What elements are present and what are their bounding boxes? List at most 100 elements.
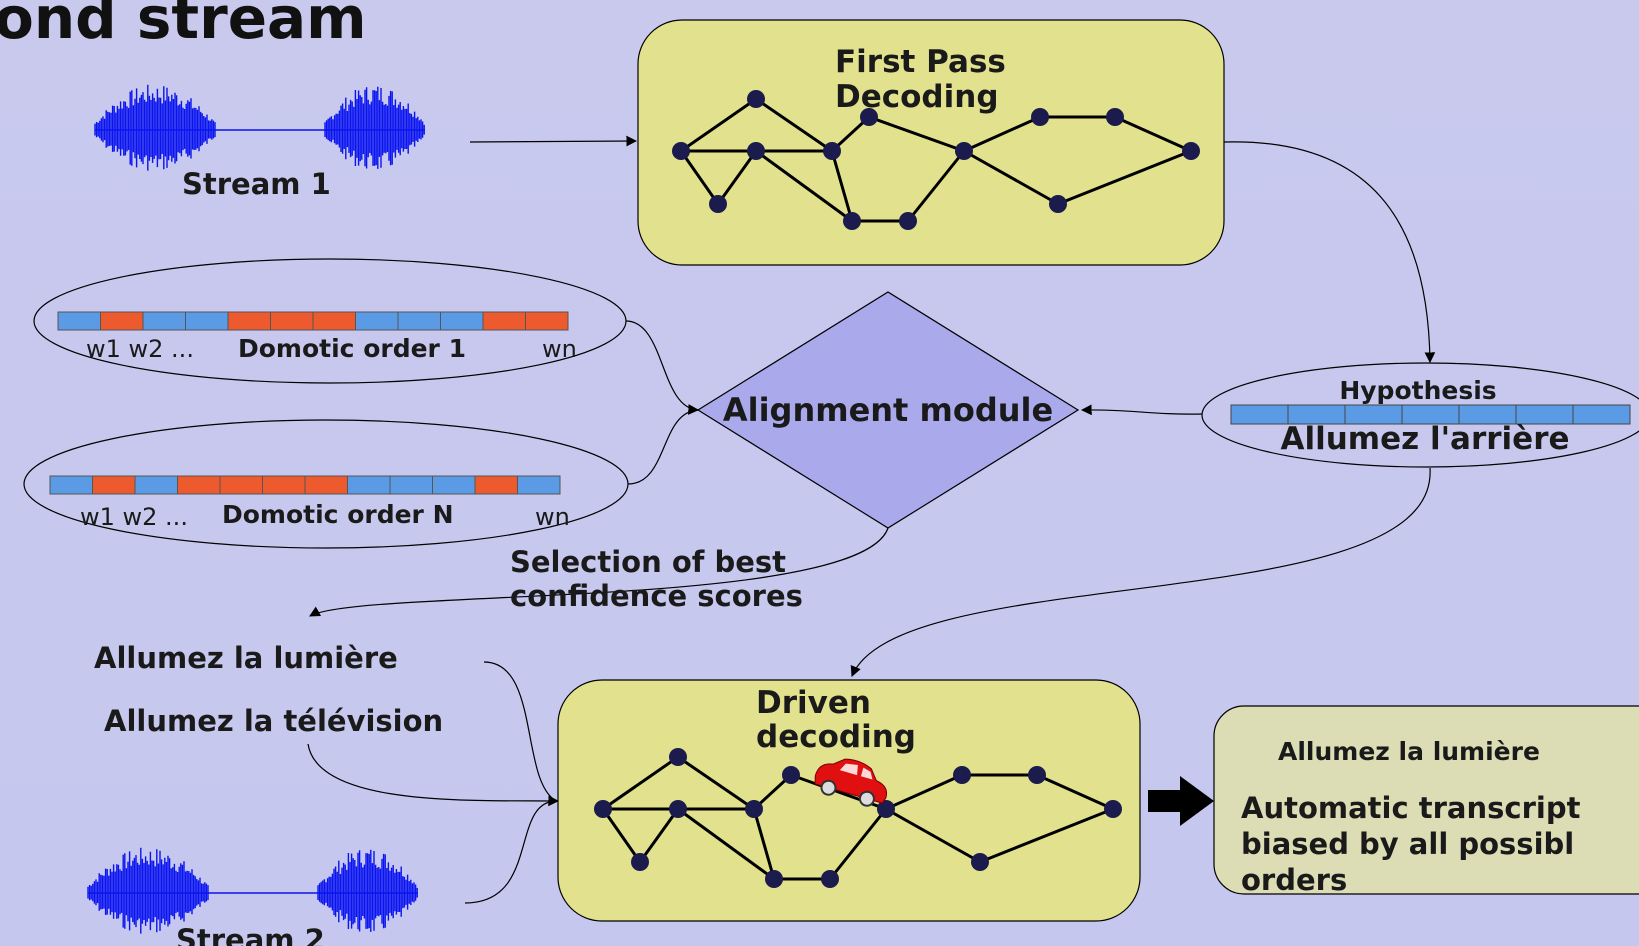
selection-label-line2: confidence scores: [510, 579, 803, 613]
word-cell: [142, 311, 186, 331]
lattice-edge: [716, 150, 758, 205]
lattice-node: [782, 766, 800, 784]
lattice-edge: [601, 808, 642, 863]
lattice-node: [594, 800, 612, 818]
lattice-edge: [755, 97, 833, 153]
lattice-node: [747, 90, 765, 108]
word-lattice-graph: [672, 90, 1200, 230]
arrow-hypothesis-to-alignment: [1080, 404, 1203, 416]
lattice-edge: [830, 150, 854, 222]
hypothesis-text: Allumez l'arrière: [1280, 421, 1569, 457]
arrow-stream2-to-driven: [464, 800, 557, 904]
lattice-node: [1031, 108, 1049, 126]
output-desc-line2: biased by all possibl: [1241, 827, 1574, 861]
lattice-edge: [679, 150, 720, 205]
hypothesis-word-cell: [1230, 404, 1289, 425]
lattice-node: [631, 853, 649, 871]
hypothesis-word-bar: [1230, 404, 1631, 425]
lattice-node: [709, 195, 727, 213]
order-1-first-words: w1 w2 ...: [86, 335, 194, 363]
lattice-edge: [677, 755, 755, 811]
arrow-candidate2-to-driven: [307, 743, 560, 807]
word-cell: [312, 311, 356, 331]
lattice-edge: [868, 115, 965, 153]
alignment-module-label: Alignment module: [723, 391, 1053, 429]
domotic-order-n: w1 w2 ... Domotic order N wn: [23, 419, 629, 549]
lattice-node: [823, 142, 841, 160]
lattice-node: [745, 800, 763, 818]
lattice-node: [1182, 142, 1200, 160]
stream-2-label: Stream 2: [176, 923, 325, 946]
word-cell: [474, 475, 518, 495]
arrow-selection-to-candidates: [309, 527, 889, 617]
lattice-edge: [885, 773, 963, 811]
lattice-node: [765, 870, 783, 888]
driven-title-line2: decoding: [756, 719, 916, 755]
word-cell: [397, 311, 441, 331]
lattice-node: [747, 142, 765, 160]
word-cell: [100, 311, 144, 331]
lattice-edge: [828, 808, 888, 880]
word-cell: [389, 475, 433, 495]
order-1-label: Domotic order 1: [238, 334, 466, 363]
lattice-edge: [963, 149, 1059, 206]
slide-title: ond stream: [0, 0, 367, 52]
lattice-node: [672, 142, 690, 160]
candidate-order-1: Allumez la lumière: [94, 641, 398, 675]
lattice-edge: [963, 115, 1041, 153]
arrow-hypothesis-to-driven-decoding: [850, 467, 1431, 677]
word-lattice-graph: [594, 748, 1122, 888]
stream-1-label: Stream 1: [182, 167, 331, 201]
waveform-icon: [87, 847, 418, 934]
arrow-stream1-to-first-pass: [469, 135, 638, 147]
output-box: Allumez la lumière Automatic transcript …: [1213, 705, 1639, 897]
word-cell: [432, 475, 476, 495]
word-cell: [440, 311, 484, 331]
output-result: Allumez la lumière: [1278, 737, 1540, 766]
order-n-last-word: wn: [535, 503, 570, 531]
alignment-module: Alignment module: [696, 291, 1080, 529]
output-desc-line1: Automatic transcript: [1241, 791, 1581, 825]
lattice-node: [669, 748, 687, 766]
output-desc-line3: orders: [1241, 863, 1347, 897]
arrow-candidate1-to-driven: [483, 661, 557, 802]
word-cell: [262, 475, 306, 495]
candidate-order-2: Allumez la télévision: [104, 704, 443, 738]
hypothesis: Hypothesis Allumez l'arrière: [1201, 362, 1639, 468]
first-pass-title-line2: Decoding: [835, 79, 999, 115]
word-cell: [227, 311, 271, 331]
lattice-node: [899, 212, 917, 230]
word-cell: [270, 311, 314, 331]
waveform-icon: [94, 84, 425, 171]
lattice-edge: [979, 807, 1114, 864]
word-cell: [134, 475, 178, 495]
word-cell: [57, 311, 101, 331]
car-icon: [814, 758, 888, 807]
arrow-driven-to-output: [1148, 776, 1214, 826]
word-sequence-bar: [49, 475, 561, 495]
arrow-order-n-to-alignment: [627, 409, 699, 485]
word-cell: [347, 475, 391, 495]
word-cell: [517, 475, 561, 495]
lattice-edge: [755, 149, 853, 223]
lattice-edge: [885, 807, 981, 864]
word-cell: [304, 475, 348, 495]
lattice-node: [843, 212, 861, 230]
word-cell: [92, 475, 136, 495]
selection-label-line1: Selection of best: [510, 545, 786, 579]
first-pass-decoding-box: First Pass Decoding: [637, 19, 1225, 266]
lattice-node: [1028, 766, 1046, 784]
arrow-first-pass-to-hypothesis: [1223, 141, 1436, 364]
driven-decoding-box: Driven decoding: [557, 679, 1141, 922]
lattice-edge: [1114, 115, 1192, 153]
word-cell: [482, 311, 526, 331]
hypothesis-title: Hypothesis: [1339, 376, 1496, 405]
arrow-order-1-to-alignment: [625, 320, 700, 415]
domotic-order-1: w1 w2 ... Domotic order 1 wn: [33, 258, 627, 384]
word-sequence-bar: [57, 311, 569, 331]
lattice-edge: [752, 808, 776, 880]
lattice-edge: [680, 97, 757, 153]
lattice-edge: [1057, 149, 1192, 206]
driven-title-line1: Driven: [756, 685, 871, 721]
